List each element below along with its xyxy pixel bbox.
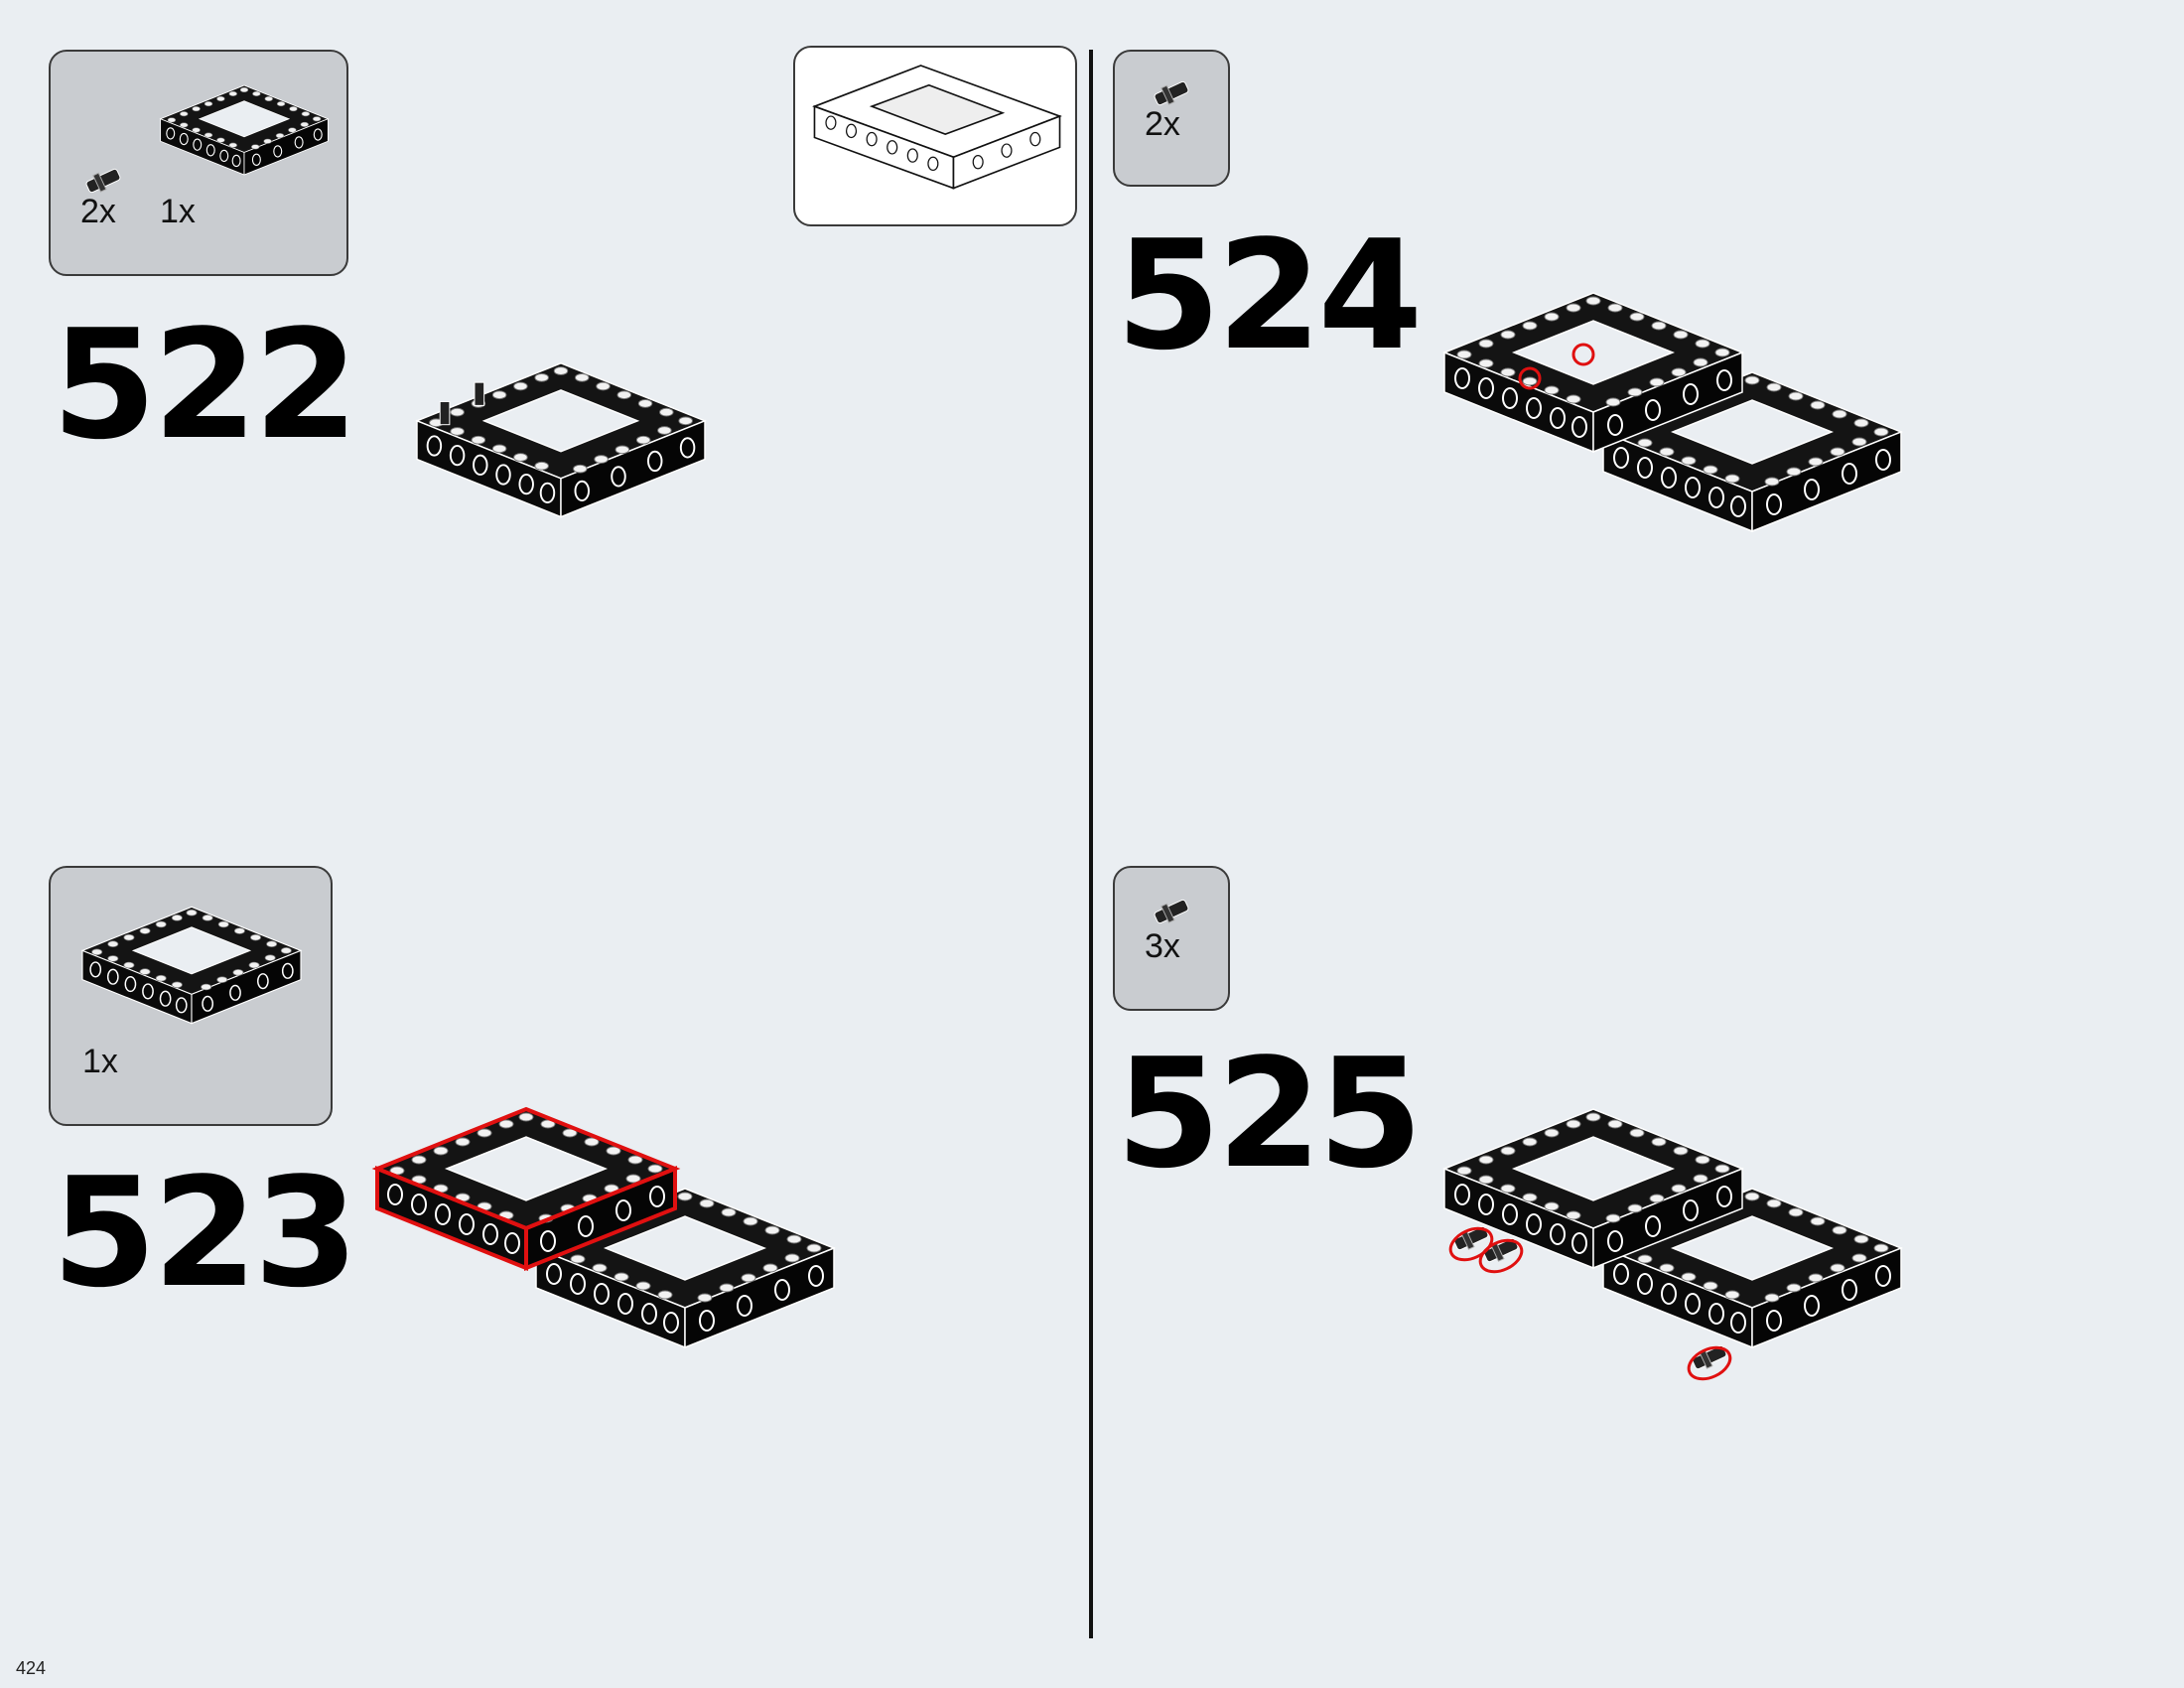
highlight-marker [1448,1226,1494,1262]
highlight-marker [1478,1238,1524,1274]
part-qty: 1x [82,1043,118,1080]
part-qty: 2x [1145,105,1180,143]
step-523-model [371,1106,835,1348]
step-number: 525 [1116,1026,1423,1201]
step-525-model [1443,1108,1902,1381]
highlight-marker [1687,1345,1732,1381]
beam-frame-icon [160,84,329,176]
step-number: 524 [1116,208,1423,383]
highlight-marker [1518,366,1542,390]
column-divider [1089,50,1093,1638]
part-qty: 1x [160,193,196,230]
step-522-model [416,361,706,518]
beam-frame-icon [81,906,302,1025]
pin-icon [439,401,451,426]
parts-box-523: 1x [49,866,333,1126]
parts-box-525: 3x [1113,866,1230,1011]
connector-pin-icon [1153,898,1190,925]
subassembly-illustration [812,65,1062,190]
step-number: 522 [52,297,358,473]
highlight-marker [1571,343,1595,366]
step-524-model [1443,292,1902,532]
part-qty: 3x [1145,927,1180,965]
parts-box-522: 2x 1x [49,50,348,276]
subassembly-callout [793,46,1077,226]
parts-box-524: 2x [1113,50,1230,187]
step-number: 523 [52,1145,358,1321]
pin-icon [474,381,485,406]
page-number: 424 [16,1658,47,1678]
part-qty: 2x [80,193,116,230]
